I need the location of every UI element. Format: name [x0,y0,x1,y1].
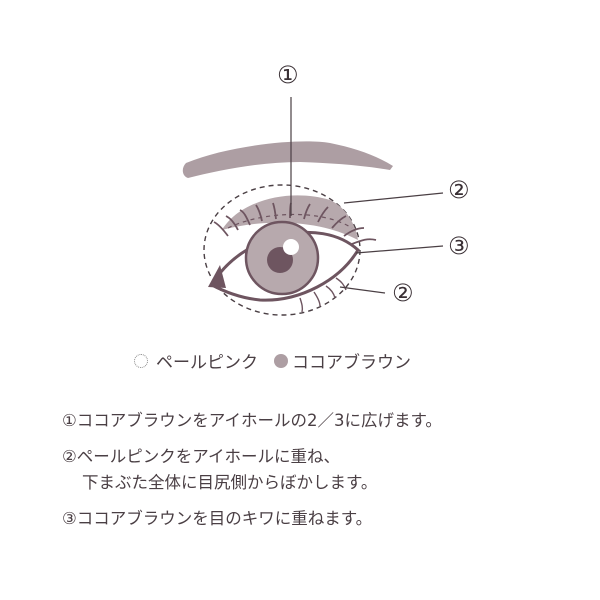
pale-pink-area [203,184,361,316]
eyebrow [182,141,393,178]
legend-cocoa-brown: ココアブラウン [292,353,411,373]
step-3: ③ココアブラウンを目のキワに重ねます。 [62,509,373,528]
callout-3: ③ [448,232,470,260]
step-2-line-1: ②ペールピンクをアイホールに重ね、 [62,447,340,466]
callout-2-lower: ② [392,279,414,307]
step-2: ②ペールピンクをアイホールに重ね、 下まぶた全体に目尻側からぼかします。 [62,444,442,496]
step-2-line-2: 下まぶた全体に目尻側からぼかします。 [82,473,378,492]
callout-1: ① [277,61,299,89]
highlight [283,239,299,255]
instruction-steps: ①ココアブラウンをアイホールの2／3に広げます。 ②ペールピンクをアイホールに重… [62,408,442,532]
cocoa-brown-swatch-icon [274,353,288,368]
legend-pale-pink: ペールピンク [156,353,258,373]
eye-makeup-diagram [182,97,444,316]
pale-pink-swatch-icon [134,353,148,368]
color-legend: ペールピンク ココアブラウン [134,348,411,373]
callout-2-upper: ② [448,176,470,204]
step-1: ①ココアブラウンをアイホールの2／3に広げます。 [62,411,442,430]
